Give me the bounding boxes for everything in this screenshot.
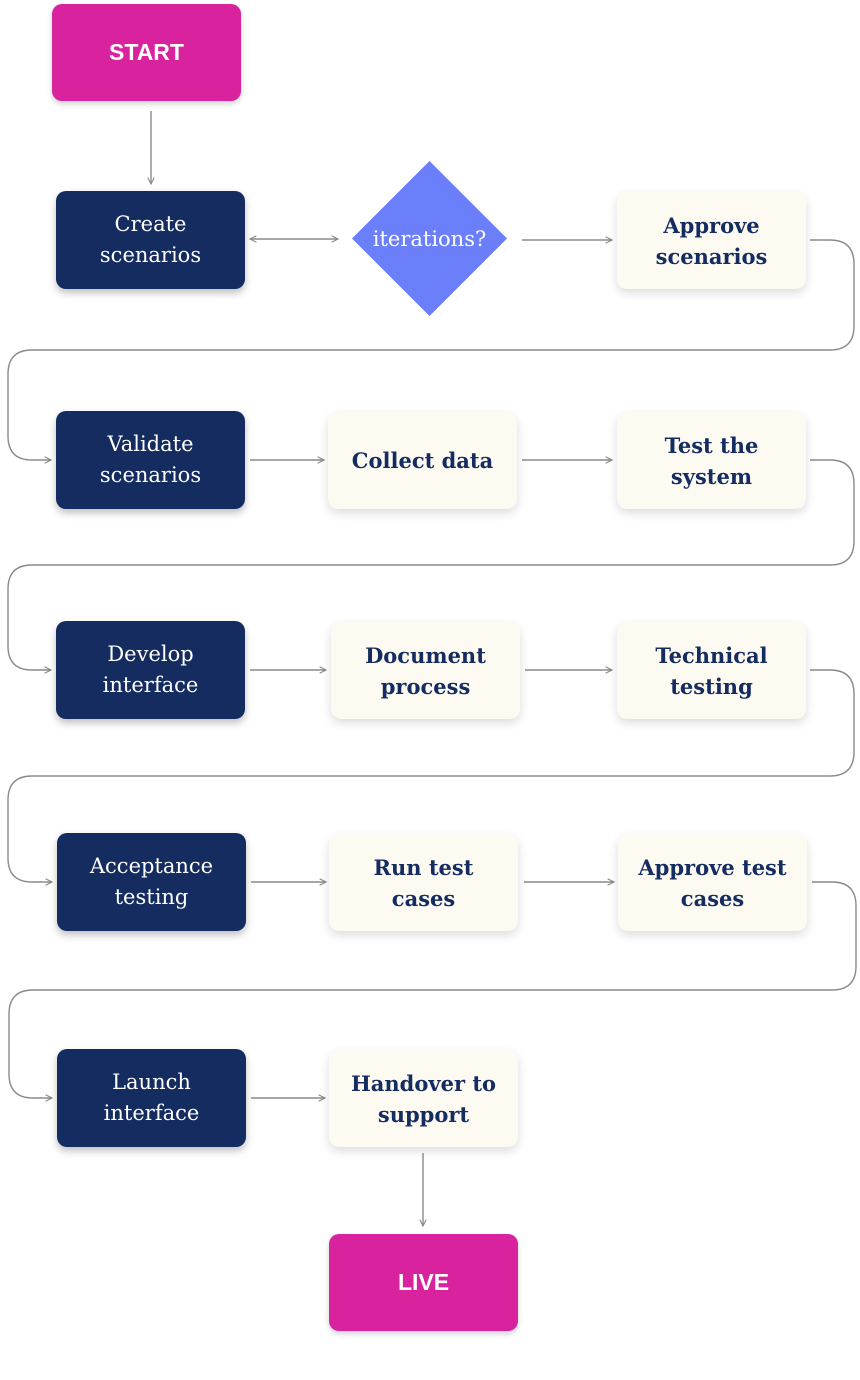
- step-collect-data: Collect data: [328, 412, 517, 509]
- step-launch-interface: Launch interface: [57, 1049, 246, 1147]
- start-node: START: [52, 4, 241, 101]
- step-technical-testing: Technical testing: [617, 622, 806, 719]
- step-approve-test-cases: Approve test cases: [618, 834, 807, 931]
- end-node-live: LIVE: [329, 1234, 518, 1331]
- connector-test-develop: [7, 459, 855, 670]
- step-label: Validate scenarios: [99, 432, 202, 487]
- step-label: Collect data: [351, 448, 494, 473]
- step-handover-to-support: Handover to support: [329, 1050, 518, 1147]
- step-label: Run test cases: [373, 854, 474, 911]
- decision-iterations: iterations?: [352, 161, 507, 316]
- step-label: Approve scenarios: [655, 212, 768, 269]
- connector-approve-validate: [7, 239, 855, 460]
- start-label: START: [109, 39, 184, 65]
- decision-diamond-shape: [352, 161, 507, 316]
- decision-label: iterations?: [372, 226, 487, 251]
- step-approve-scenarios: Approve scenarios: [617, 192, 806, 289]
- step-label: Acceptance testing: [89, 854, 214, 909]
- end-label: LIVE: [397, 1269, 450, 1295]
- step-validate-scenarios: Validate scenarios: [56, 411, 245, 509]
- step-run-test-cases: Run test cases: [329, 834, 518, 931]
- step-label: Launch interface: [103, 1070, 200, 1125]
- step-create-scenarios: Create scenarios: [56, 191, 245, 289]
- step-acceptance-testing: Acceptance testing: [57, 833, 246, 931]
- step-label: Handover to support: [350, 1070, 497, 1127]
- step-develop-interface: Develop interface: [56, 621, 245, 719]
- step-test-the-system: Test the system: [617, 412, 806, 509]
- connector-technical-acceptance: [7, 669, 855, 882]
- step-document-process: Document process: [331, 622, 520, 719]
- step-label: Approve test cases: [638, 854, 787, 911]
- step-label: Create scenarios: [99, 212, 202, 267]
- step-label: Document process: [365, 642, 486, 699]
- step-label: Technical testing: [655, 642, 768, 699]
- step-label: Develop interface: [102, 642, 199, 697]
- step-label: Test the system: [664, 432, 759, 489]
- connector-approve-test-launch: [8, 881, 857, 1098]
